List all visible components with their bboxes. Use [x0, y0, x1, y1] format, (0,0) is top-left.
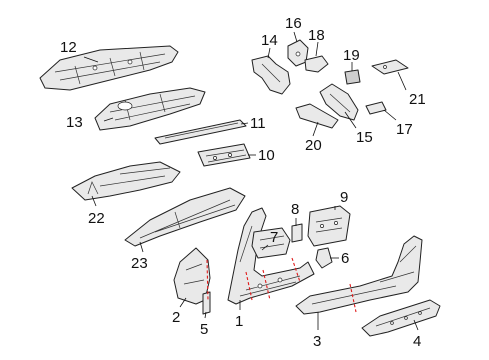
callout-23: 23 — [131, 255, 148, 272]
part-15-bracket — [319, 83, 359, 121]
part-4-rocker-cover — [361, 299, 441, 337]
part-12-floor-pan — [39, 45, 179, 91]
callout-8: 8 — [291, 201, 299, 218]
callout-4: 4 — [413, 333, 421, 350]
callout-17: 17 — [396, 121, 413, 138]
callout-14: 14 — [261, 32, 278, 49]
callout-3: 3 — [313, 333, 321, 350]
cut-lines — [206, 257, 357, 313]
part-21-plate — [371, 59, 409, 75]
part-1-pillar-rocker — [227, 207, 315, 305]
leader-lines — [83, 31, 419, 331]
callout-15: 15 — [356, 129, 373, 146]
callout-18: 18 — [308, 27, 325, 44]
part-5-reinforcement — [202, 291, 211, 315]
part-20-bracket — [295, 103, 339, 129]
part-14-bracket — [251, 55, 291, 95]
callout-22: 22 — [88, 210, 105, 227]
part-22-rear-floor — [71, 161, 181, 201]
callout-labels: 12 13 11 10 22 23 14 16 18 19 15 20 21 1… — [60, 15, 426, 350]
part-18-bracket — [304, 55, 329, 73]
part-6-bracket — [315, 247, 333, 269]
callout-21: 21 — [409, 91, 426, 108]
callout-13: 13 — [66, 114, 83, 131]
part-7-pillar-panel — [251, 227, 291, 259]
part-16-bracket — [287, 39, 309, 67]
callout-11: 11 — [250, 115, 266, 132]
callout-20: 20 — [305, 137, 322, 154]
callout-9: 9 — [340, 189, 348, 206]
part-3-rear-rocker — [295, 235, 423, 315]
part-23-floor-side — [124, 187, 246, 247]
callout-2: 2 — [172, 309, 180, 326]
callout-5: 5 — [200, 321, 208, 338]
callout-6: 6 — [341, 250, 349, 267]
callout-12: 12 — [60, 39, 77, 56]
part-13-floor-pan-rear — [94, 87, 206, 131]
part-11-crossmember — [154, 119, 247, 145]
part-9-pillar-panel — [307, 205, 351, 247]
callout-16: 16 — [285, 15, 302, 32]
part-10-crossmember-panel — [197, 143, 251, 167]
callout-7: 7 — [270, 229, 278, 246]
part-8-plate — [291, 223, 303, 243]
callout-10: 10 — [258, 147, 275, 164]
part-19-bracket — [344, 69, 361, 85]
part-17-bracket — [365, 101, 387, 115]
callout-1: 1 — [235, 313, 243, 330]
callout-19: 19 — [343, 47, 360, 64]
